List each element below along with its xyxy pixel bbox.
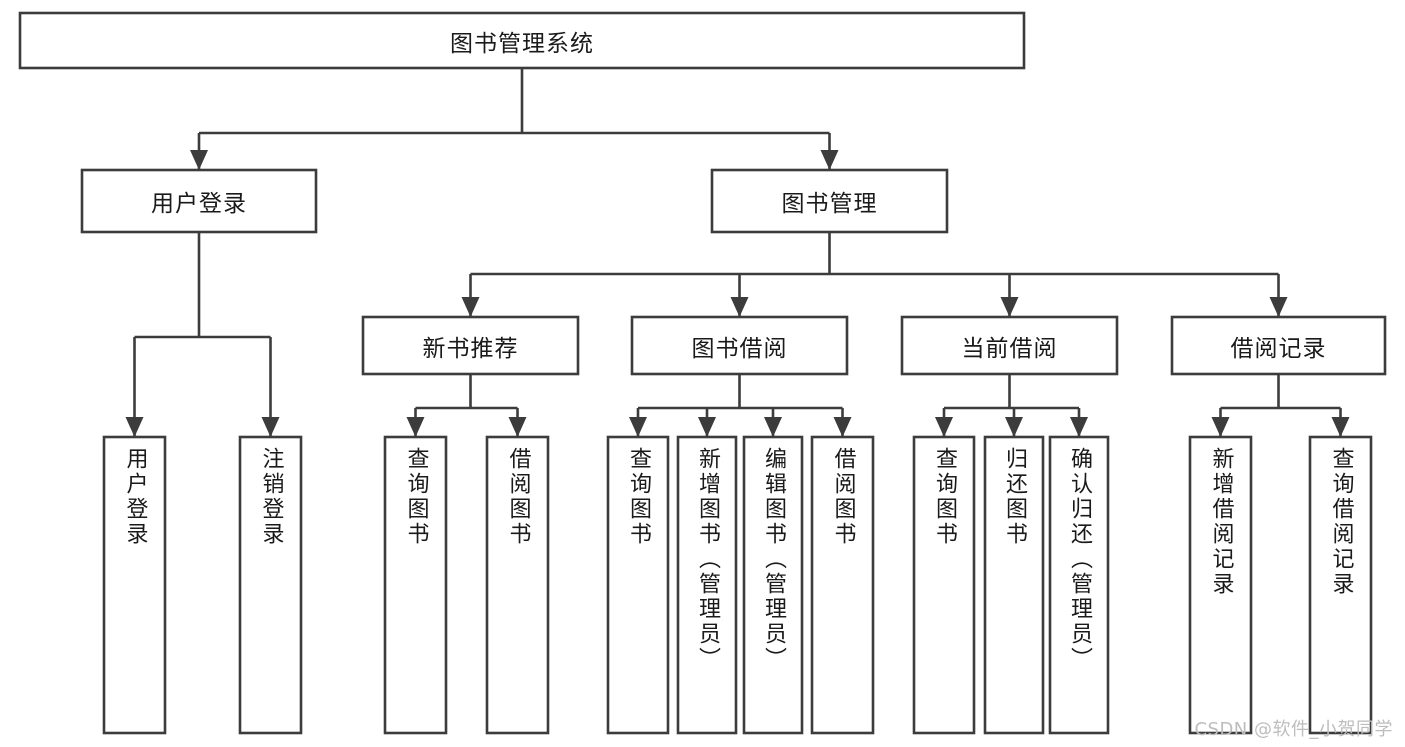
boxes-layer bbox=[18, 11, 1387, 735]
arrow-head-icon bbox=[1005, 417, 1023, 437]
arrow-head-icon bbox=[1211, 417, 1230, 437]
node-leaf-leaf-borrow-book-recommend[interactable] bbox=[485, 435, 550, 735]
node-leaf-leaf-borrow-book[interactable] bbox=[810, 435, 875, 735]
node-l2-book-manage[interactable] bbox=[710, 168, 949, 234]
arrow-head-icon bbox=[820, 150, 839, 170]
node-leaf-leaf-edit-book-admin[interactable] bbox=[742, 435, 804, 735]
arrow-head-icon bbox=[1331, 417, 1350, 437]
arrow-head-icon bbox=[629, 417, 647, 437]
node-leaf-leaf-return-book[interactable] bbox=[983, 435, 1045, 735]
arrow-head-icon bbox=[125, 417, 144, 437]
arrow-head-icon bbox=[461, 297, 480, 317]
arrow-head-icon bbox=[833, 417, 852, 437]
node-l3-borrow-record[interactable] bbox=[1170, 315, 1387, 376]
arrow-head-icon bbox=[935, 417, 953, 437]
arrow-head-icon bbox=[261, 417, 280, 437]
arrow-head-icon bbox=[698, 417, 716, 437]
arrow-head-icon bbox=[1070, 417, 1088, 437]
arrow-head-icon bbox=[508, 417, 527, 437]
arrow-head-icon bbox=[1000, 297, 1019, 317]
node-leaf-leaf-user-logout[interactable] bbox=[238, 435, 303, 735]
arrow-head-icon bbox=[406, 417, 425, 437]
csdn-watermark: CSDN @软件_小贺同学 bbox=[1194, 719, 1393, 740]
node-leaf-leaf-query-book-recommend[interactable] bbox=[383, 435, 448, 735]
node-leaf-leaf-add-book-admin[interactable] bbox=[676, 435, 738, 735]
arrow-head-icon bbox=[730, 297, 749, 317]
node-leaf-leaf-user-login[interactable] bbox=[102, 435, 167, 735]
node-l3-new-book-recommend[interactable] bbox=[361, 315, 580, 376]
connectors-layer bbox=[125, 68, 1350, 437]
node-leaf-leaf-query-borrow-record[interactable] bbox=[1308, 435, 1373, 735]
node-leaf-leaf-add-borrow-record[interactable] bbox=[1188, 435, 1253, 735]
node-leaf-leaf-query-book-current[interactable] bbox=[912, 435, 976, 735]
arrow-head-icon bbox=[1269, 297, 1288, 317]
node-root-root[interactable] bbox=[18, 11, 1026, 70]
node-l2-user-login[interactable] bbox=[80, 168, 318, 234]
node-l3-book-borrow[interactable] bbox=[630, 315, 849, 376]
arrow-head-icon bbox=[764, 417, 782, 437]
node-leaf-leaf-query-book-borrow[interactable] bbox=[606, 435, 670, 735]
node-l3-current-borrow[interactable] bbox=[900, 315, 1119, 376]
node-leaf-leaf-confirm-return-admin[interactable] bbox=[1048, 435, 1110, 735]
arrow-head-icon bbox=[190, 150, 208, 170]
